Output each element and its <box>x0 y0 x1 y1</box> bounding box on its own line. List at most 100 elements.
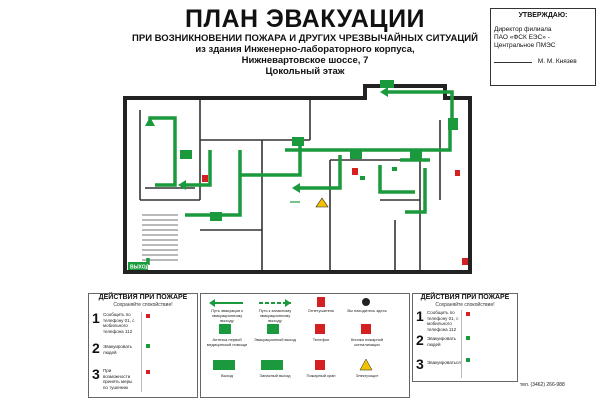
fire-equipment <box>202 168 468 265</box>
contact-phone: тел. (3462) 266-988 <box>520 382 565 388</box>
evac-path <box>405 168 427 214</box>
right-actions-panel: ДЕЙСТВИЯ ПРИ ПОЖАРЕ Сохраняйте спокойств… <box>412 293 518 382</box>
approval-line-3: Центральное ПМЭС <box>494 42 556 49</box>
people-icon <box>466 336 470 340</box>
phone-icon <box>315 324 325 334</box>
arrow-icon <box>380 87 388 97</box>
evac-path <box>295 155 342 190</box>
staircase <box>142 214 178 261</box>
exit-sign-icon <box>292 137 304 146</box>
legend-panel: Путь эвакуации к эвакуационному выходу П… <box>200 293 410 398</box>
right-step-1-text: Сообщить по телефону 01, с мобильного те… <box>427 310 459 332</box>
legend-label-path: Путь эвакуации к эвакуационному выходу <box>211 308 243 323</box>
arrow-icon <box>178 180 186 190</box>
approval-line-1: Директор филиала <box>494 26 552 33</box>
outer-wall <box>123 84 472 274</box>
exit-signs: ВЫХОД <box>128 80 458 271</box>
plan-title: ПЛАН ЭВАКУАЦИИ <box>184 5 426 33</box>
approval-signature-row: М. М. Князев <box>494 58 592 66</box>
left-panel-subtitle: Сохраняйте спокойствие! <box>113 302 173 308</box>
left-actions-panel: ДЕЙСТВИЯ ПРИ ПОЖАРЕ Сохраняйте спокойств… <box>88 293 198 398</box>
phone-icon <box>146 314 150 318</box>
exit-sign-icon <box>128 262 148 270</box>
first-aid-icon <box>360 176 365 180</box>
right-panel-subtitle: Сохраняйте спокойствие! <box>435 302 495 308</box>
building-address: Нижневартовское шоссе, 7 <box>241 55 369 66</box>
left-panel-instructions <box>141 312 196 392</box>
legend-label-electrical: Электрощит <box>355 373 379 378</box>
plan-subtitle: ПРИ ВОЗНИКНОВЕНИИ ПОЖАРА И ДРУГИХ ЧРЕЗВЫ… <box>132 33 478 44</box>
alarm-button-icon <box>361 324 371 334</box>
approval-heading: УТВЕРЖДАЮ: <box>518 12 568 19</box>
reserve-arrow-icon <box>285 299 291 307</box>
exit-icon <box>466 358 470 362</box>
people-icon <box>146 344 150 348</box>
legend-label-phone: Телефон <box>312 337 330 342</box>
you-are-here-icon <box>362 298 370 306</box>
legend-label-reserve-exit: Запасный выход <box>259 373 291 378</box>
fire-alarm-icon <box>455 170 460 176</box>
exit-sign-icon <box>180 150 192 159</box>
signature-line <box>494 62 532 63</box>
first-aid-icon <box>219 324 231 334</box>
arrow-icon <box>292 183 300 193</box>
path-arrows <box>145 87 388 193</box>
legend-label-emergency-exit: Эвакуационный выход <box>254 337 296 342</box>
extinguisher-icon <box>317 297 325 307</box>
fire-hydrant-icon <box>315 360 325 370</box>
legend-label-reserve-path: Путь к запасному эвакуационному выходу <box>258 308 292 323</box>
exit-sign-icon <box>210 212 222 221</box>
electrical-panel-icon <box>359 358 373 371</box>
fire-extinguisher-icon <box>462 258 468 265</box>
approval-signature: М. М. Князев <box>537 58 577 65</box>
phone-icon <box>466 312 470 316</box>
exit-sign-icon <box>448 118 458 130</box>
legend-label-hydrant: Пожарный кран <box>306 373 336 378</box>
electrical-hazard-icon <box>315 197 329 208</box>
evac-path <box>285 128 452 152</box>
floor-name: Цокольный этаж <box>265 66 345 77</box>
extinguisher-icon <box>146 370 150 374</box>
fire-extinguisher-icon <box>352 168 358 175</box>
emergency-exit-icon <box>267 324 279 334</box>
legend-symbols <box>209 297 373 371</box>
exit-sign-icon <box>380 80 394 88</box>
left-step-3-number: 3 <box>92 366 100 382</box>
legend-label-extinguisher: Огнетушитель <box>307 308 335 313</box>
legend-label-exit: Выход <box>221 373 233 378</box>
evac-path <box>185 150 242 217</box>
exit-sign-icon <box>213 360 235 370</box>
right-step-2-text: Эвакуировать людей <box>427 336 457 347</box>
plan-walls <box>123 84 472 274</box>
evac-path <box>182 150 212 187</box>
exit-label: ВЫХОД <box>130 265 150 271</box>
legend-label-first-aid: Аптечка первой медицинской помощи <box>206 337 248 347</box>
evac-path <box>385 90 454 128</box>
right-panel-title: ДЕЙСТВИЯ ПРИ ПОЖАРЕ <box>420 294 510 301</box>
approval-block: УТВЕРЖДАЮ: Директор филиала ПАО «ФСК ЕЭС… <box>490 8 596 86</box>
evac-path <box>240 140 302 177</box>
left-panel-title: ДЕЙСТВИЯ ПРИ ПОЖАРЕ <box>98 294 188 301</box>
right-step-3-number: 3 <box>416 356 424 372</box>
building-name: из здания Инженерно-лабораторного корпус… <box>195 44 415 55</box>
right-step-2-number: 2 <box>416 332 424 348</box>
exit-sign-icon <box>350 150 362 159</box>
left-step-1-number: 1 <box>92 310 100 326</box>
left-step-3-text: При возможности принять меры по тушению <box>103 368 133 390</box>
arrow-icon <box>145 117 155 126</box>
path-arrow-icon <box>209 299 215 307</box>
fire-extinguisher-icon <box>202 175 208 182</box>
legend-label-you-are-here: Вы находитесь здесь <box>347 308 387 313</box>
left-step-1-text: Сообщить по телефону 01, с мобильного те… <box>103 312 135 334</box>
evac-path <box>378 165 415 194</box>
evacuation-paths <box>146 90 454 265</box>
left-step-2-number: 2 <box>92 340 100 356</box>
left-step-2-text: Эвакуировать людей <box>103 344 133 355</box>
reserve-exit-sign-icon <box>261 360 283 370</box>
exit-sign-icon <box>410 150 422 159</box>
right-panel-instructions <box>461 310 516 378</box>
first-aid-icon <box>392 167 397 171</box>
right-step-3-text: Эвакуироваться <box>427 360 461 365</box>
approval-line-2: ПАО «ФСК ЕЭС» - <box>494 34 550 41</box>
